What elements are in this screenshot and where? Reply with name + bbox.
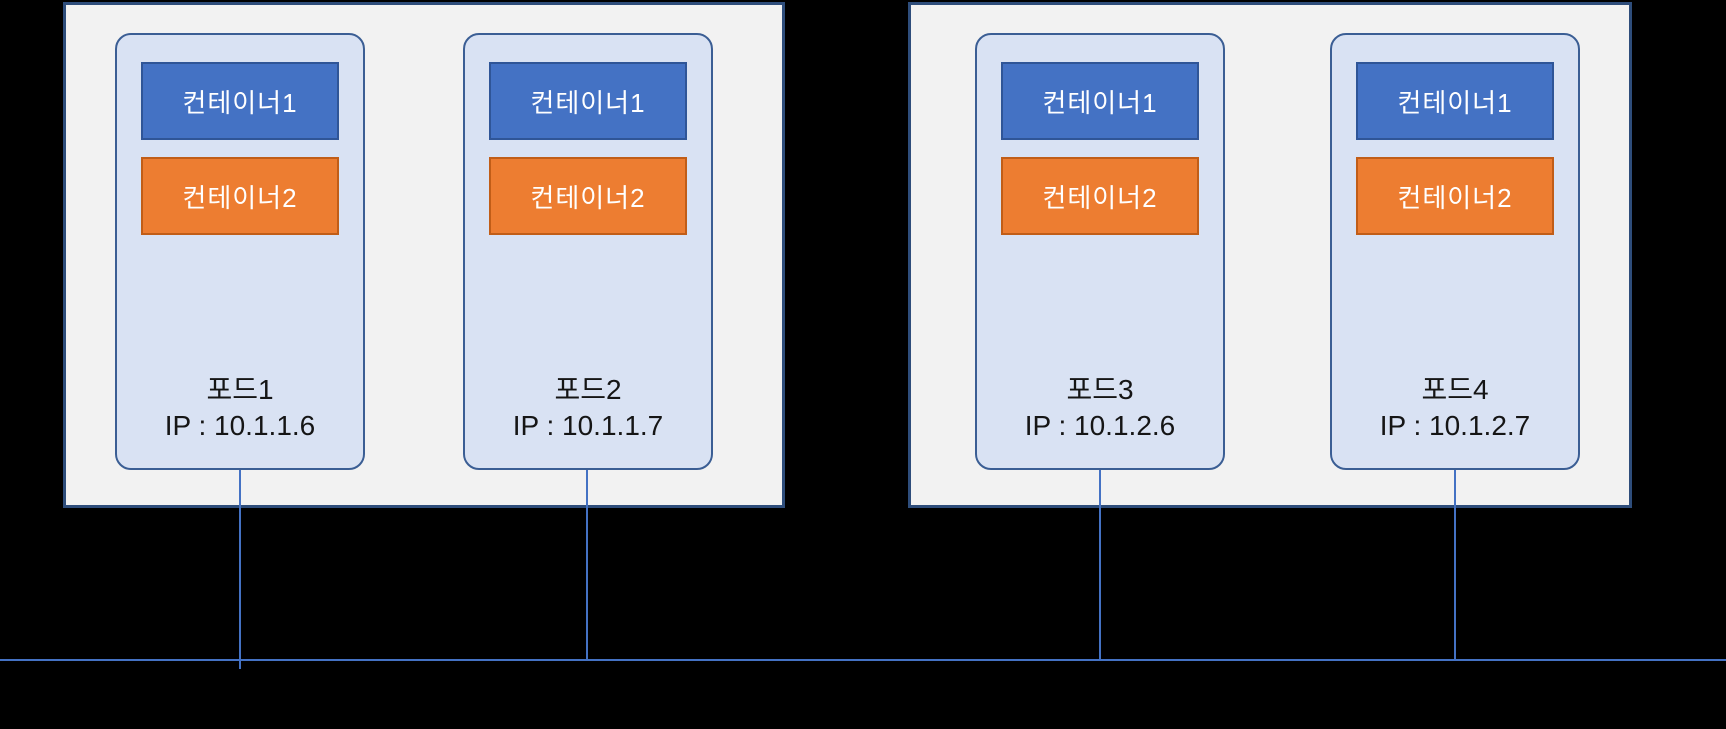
container-1-box: 컨테이너1	[141, 62, 339, 140]
container-1-box: 컨테이너1	[1001, 62, 1199, 140]
node-box-2: 컨테이너1 컨테이너2 포드3 IP : 10.1.2.6 컨테이너1 컨테이너…	[908, 2, 1632, 508]
pod-label: 포드4 IP : 10.1.2.7	[1332, 372, 1578, 444]
pod-name: 포드4	[1421, 374, 1489, 405]
container-2-box: 컨테이너2	[489, 157, 687, 235]
pod4-network-connector-line	[1454, 470, 1456, 661]
pod1-network-connector-line	[239, 470, 241, 669]
container-1-box: 컨테이너1	[1356, 62, 1554, 140]
container-2-box: 컨테이너2	[1001, 157, 1199, 235]
container-1-box: 컨테이너1	[489, 62, 687, 140]
pod3-network-connector-line	[1099, 470, 1101, 661]
pod-3: 컨테이너1 컨테이너2 포드3 IP : 10.1.2.6	[975, 33, 1225, 470]
pod-name: 포드2	[554, 374, 622, 405]
pod-ip: IP : 10.1.1.6	[164, 410, 316, 441]
container-2-box: 컨테이너2	[141, 157, 339, 235]
pod-label: 포드2 IP : 10.1.1.7	[465, 372, 711, 444]
pod-ip: IP : 10.1.2.7	[1379, 410, 1531, 441]
pod-label: 포드1 IP : 10.1.1.6	[117, 372, 363, 444]
pod-ip: IP : 10.1.1.7	[512, 410, 664, 441]
pod-label: 포드3 IP : 10.1.2.6	[977, 372, 1223, 444]
pod-1: 컨테이너1 컨테이너2 포드1 IP : 10.1.1.6	[115, 33, 365, 470]
node-box-1: 컨테이너1 컨테이너2 포드1 IP : 10.1.1.6 컨테이너1 컨테이너…	[63, 2, 785, 508]
network-bus-line	[0, 659, 1726, 661]
pod2-network-connector-line	[586, 470, 588, 661]
pod-name: 포드1	[206, 374, 274, 405]
pod-2: 컨테이너1 컨테이너2 포드2 IP : 10.1.1.7	[463, 33, 713, 470]
pod-4: 컨테이너1 컨테이너2 포드4 IP : 10.1.2.7	[1330, 33, 1580, 470]
pod-ip: IP : 10.1.2.6	[1024, 410, 1176, 441]
container-2-box: 컨테이너2	[1356, 157, 1554, 235]
pod-name: 포드3	[1066, 374, 1134, 405]
